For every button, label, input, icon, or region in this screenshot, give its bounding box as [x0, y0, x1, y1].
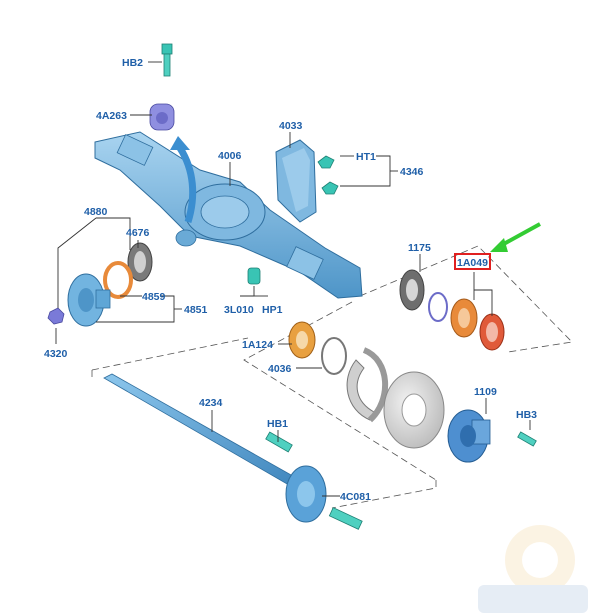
seal-1175	[399, 269, 425, 311]
label-1a124: 1A124	[242, 339, 273, 351]
label-4a263: 4A263	[96, 110, 127, 122]
watermark-logo	[478, 525, 588, 613]
label-hp1: HP1	[262, 304, 283, 316]
nut-4320	[47, 307, 65, 325]
leader-lines	[55, 61, 531, 497]
stud-4c081	[328, 507, 363, 530]
label-4036: 4036	[268, 363, 292, 375]
label-4859: 4859	[142, 291, 166, 303]
highlight-box	[454, 253, 491, 270]
backing-plate	[346, 347, 388, 423]
assembly-outline-shaft	[91, 337, 437, 509]
green-pointer-arrow-icon	[490, 222, 541, 252]
bolt-hb2	[161, 43, 173, 77]
label-hb1: HB1	[267, 418, 288, 430]
hub-1109	[447, 409, 491, 463]
axle-housing	[94, 131, 363, 299]
label-4851: 4851	[184, 304, 208, 316]
bearing-1a124	[288, 321, 316, 359]
axle-shaft-4234	[103, 373, 327, 523]
vent-bracket-4a263	[149, 103, 175, 131]
o-ring	[428, 292, 448, 322]
label-4006: 4006	[218, 150, 242, 162]
label-1109: 1109	[474, 386, 497, 398]
fill-plug-ht1	[317, 155, 339, 195]
bolt-hb1	[265, 431, 293, 453]
label-4033: 4033	[279, 120, 303, 132]
label-hb3: HB3	[516, 409, 537, 421]
sensor-3l010	[247, 267, 261, 285]
label-4320: 4320	[44, 348, 68, 360]
curved-arrow-icon	[170, 136, 197, 224]
label-4c081: 4C081	[340, 491, 371, 503]
bolt-hb3	[517, 431, 537, 447]
seal-4676	[127, 242, 153, 282]
label-1a049: 1A049	[457, 257, 488, 269]
label-4346: 4346	[400, 166, 424, 178]
snap-ring-4036	[321, 337, 347, 375]
assembly-outline-hub	[243, 245, 573, 481]
seal-red	[479, 313, 505, 351]
brake-disc	[383, 371, 445, 449]
differential-cover	[275, 139, 317, 223]
label-4880: 4880	[84, 206, 108, 218]
label-ht1: HT1	[356, 151, 376, 163]
label-hb2: HB2	[122, 57, 143, 69]
label-4676: 4676	[126, 227, 150, 239]
bearing-1a049	[450, 298, 478, 338]
label-1175: 1175	[408, 242, 431, 254]
label-4234: 4234	[199, 397, 223, 409]
gasket-4859	[103, 261, 133, 299]
label-3l010: 3L010	[224, 304, 254, 316]
flange-4851	[67, 273, 111, 327]
